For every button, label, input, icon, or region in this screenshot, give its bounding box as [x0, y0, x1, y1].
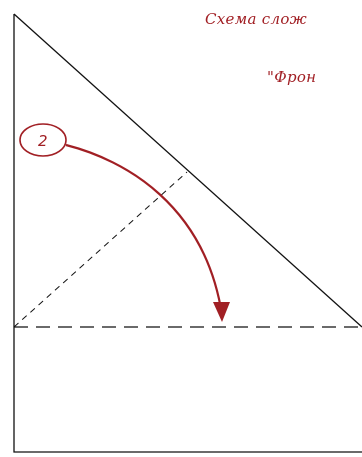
- diagonal-edge: [13, 13, 362, 328]
- step-number: 2: [38, 132, 48, 150]
- diagram-title-line-2: "Фрон: [267, 68, 317, 86]
- fold-arrow: [65, 143, 224, 316]
- step-circle: [19, 123, 67, 157]
- fold-arrow-head: [213, 302, 230, 322]
- diagram-title-line-1: Схема слож: [205, 10, 307, 28]
- paper-outline: [13, 14, 362, 453]
- diagonal-fold-line: [13, 171, 188, 328]
